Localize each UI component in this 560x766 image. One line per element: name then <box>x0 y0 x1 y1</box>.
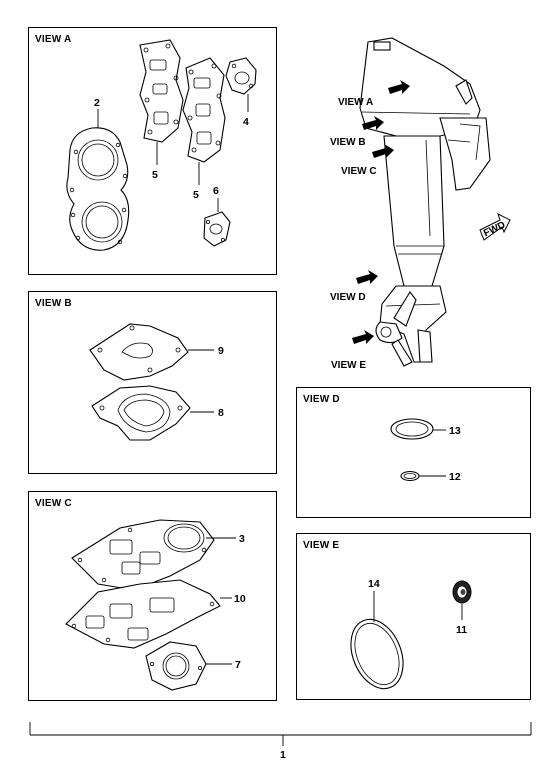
view-e-drawing: 14 11 <box>350 578 472 690</box>
view-c-part-label-3: 3 <box>239 533 245 545</box>
view-e-panel: VIEW E <box>296 533 531 700</box>
part-4-gasket <box>225 57 257 95</box>
fwd-label: FWD <box>482 220 507 240</box>
view-d-drawing: 13 12 <box>390 418 461 483</box>
view-a-drawing: 2 5 5 <box>66 39 257 251</box>
view-c-part-label-10: 10 <box>234 593 246 605</box>
view-a-panel: VIEW A <box>28 27 277 275</box>
view-b-title: VIEW B <box>35 298 72 309</box>
part-9-plate-gasket <box>89 323 189 381</box>
part-2-head-gasket <box>66 127 130 251</box>
part-10-lower-gasket <box>65 579 221 649</box>
view-c-panel: VIEW C <box>28 491 277 701</box>
view-b-drawing: 9 8 <box>89 323 224 441</box>
view-a-title: VIEW A <box>35 34 72 45</box>
view-b-part-label-8: 8 <box>218 407 224 419</box>
view-e-part-label-11: 11 <box>456 624 467 636</box>
view-a-part-label-6: 6 <box>213 185 219 197</box>
part-14-ring-seal <box>350 618 404 690</box>
view-b-part-label-9: 9 <box>218 345 224 357</box>
callout-view-a: VIEW A <box>338 97 373 108</box>
view-e-part-label-14: 14 <box>368 578 380 590</box>
outboard-motor-illustration: FWD VIEW A VIEW B VIEW C VIEW D VIEW E <box>330 37 511 371</box>
part-5-cover-gasket-right <box>182 57 226 163</box>
view-c-drawing: 3 10 7 <box>65 519 246 691</box>
fwd-arrow-icon: FWD <box>479 213 511 241</box>
view-d-title: VIEW D <box>303 394 340 405</box>
view-a-part-label-5a: 5 <box>152 169 158 181</box>
part-8-gasket <box>91 385 191 441</box>
view-e-title: VIEW E <box>303 540 340 551</box>
part-7-gasket <box>145 641 207 691</box>
part-5-cover-gasket-left <box>139 39 184 143</box>
view-a-part-label-5b: 5 <box>193 189 199 201</box>
view-c-part-label-7: 7 <box>235 659 241 671</box>
view-d-part-label-12: 12 <box>449 471 461 483</box>
callout-view-b: VIEW B <box>330 137 366 148</box>
view-a-part-label-4: 4 <box>243 116 249 128</box>
part-6-gasket <box>203 211 231 247</box>
part-3-upper-gasket <box>71 519 215 591</box>
callout-view-d: VIEW D <box>330 292 366 303</box>
assembly-number: 1 <box>280 749 286 761</box>
assembly-bracket: 1 <box>29 722 532 761</box>
view-b-panel: VIEW B <box>28 291 277 474</box>
view-d-part-label-13: 13 <box>449 425 461 437</box>
callout-view-c: VIEW C <box>341 166 377 177</box>
view-a-part-label-2: 2 <box>94 97 100 109</box>
callout-view-e: VIEW E <box>331 360 366 371</box>
view-c-title: VIEW C <box>35 498 72 509</box>
part-12-o-ring <box>400 470 420 482</box>
part-11-oil-seal <box>452 580 472 604</box>
view-d-panel: VIEW D <box>296 387 531 518</box>
part-13-o-ring <box>390 418 434 440</box>
